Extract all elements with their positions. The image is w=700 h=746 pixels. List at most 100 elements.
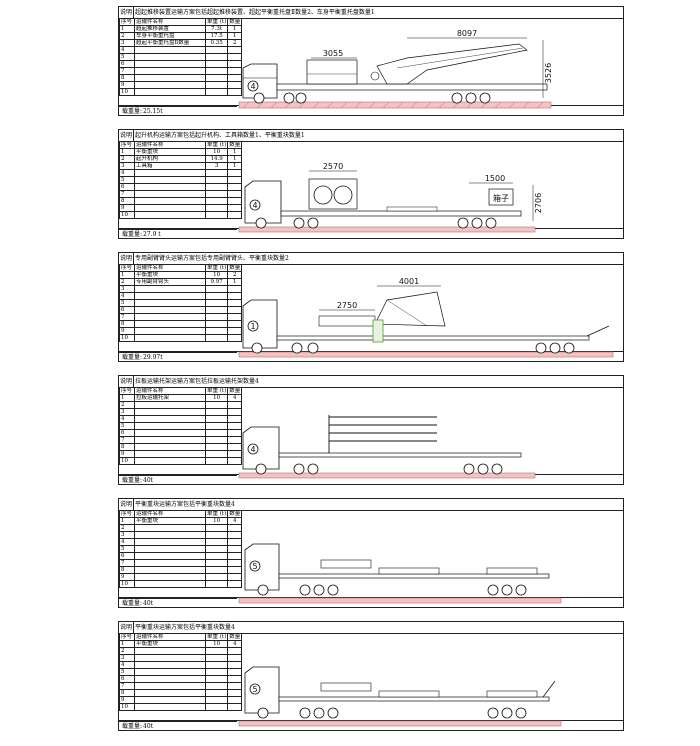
table-cell: 9 — [119, 327, 135, 335]
table-cell: 8 — [119, 443, 135, 451]
table-cell — [204, 696, 229, 704]
table-cell: 9 — [119, 81, 135, 89]
column-header: 单重 (t) — [204, 264, 229, 272]
table-row: 8 — [119, 320, 243, 328]
table-cell — [204, 327, 229, 335]
table-row: 7 — [119, 436, 243, 444]
table-cell: 6 — [119, 429, 135, 437]
table-cell — [134, 422, 206, 430]
table-cell — [204, 292, 229, 300]
table-cell: 3 — [119, 39, 135, 47]
table-row: 8 — [119, 74, 243, 82]
counterweight-block — [378, 567, 440, 575]
table-cell — [204, 285, 229, 293]
table-cell — [204, 450, 229, 458]
table-cell: 8 — [119, 197, 135, 205]
table-cell — [134, 682, 206, 690]
table-cell — [134, 573, 206, 581]
table-row: 10 — [119, 88, 243, 96]
truck-drawing: 5 — [238, 543, 562, 604]
dim-length: 4001 — [399, 277, 419, 286]
wheels — [255, 463, 503, 475]
table-cell — [204, 559, 229, 567]
table-row: 5 — [119, 299, 243, 307]
wheels — [255, 217, 497, 229]
table-cell — [204, 682, 229, 690]
column-header: 单重 (t) — [204, 510, 229, 518]
table-row: 7 — [119, 190, 243, 198]
table-cell: 2 — [119, 524, 135, 532]
truck-cab — [244, 180, 282, 224]
table-row: 2 — [119, 401, 243, 409]
table-cell: 工具箱 — [134, 162, 206, 170]
table-cell: 6 — [119, 306, 135, 314]
trailer-bed — [278, 452, 522, 458]
plan-title: 平衡重块运输方案包括平衡重块数量4 — [135, 501, 235, 508]
table-cell — [204, 654, 229, 662]
pull-plate-brackets — [328, 415, 437, 453]
jib-head — [374, 291, 446, 327]
table-cell — [227, 580, 243, 588]
table-cell — [204, 443, 229, 451]
table-cell: 1 — [119, 148, 135, 156]
pushing-device — [376, 43, 528, 85]
table-cell — [134, 415, 206, 423]
table-cell: 6 — [119, 183, 135, 191]
column-header: 运输件名称 — [134, 633, 206, 641]
transport-plan-3: 说明 专用副臂臂头运输方案包括专用副臂臂头、平衡重块数量2 序号运输件名称单重 … — [118, 252, 624, 362]
transport-plan-2: 说明 起升机构运输方案包括起升机构、工具箱数量1、平衡重块数量1 序号运输件名称… — [118, 129, 624, 239]
column-header: 单重 (t) — [204, 141, 229, 149]
table-row: 8 — [119, 689, 243, 697]
table-row: 6 — [119, 552, 243, 560]
table-cell: 超起推移装置 — [134, 25, 206, 33]
table-cell: 2 — [119, 278, 135, 286]
table-cell: 5 — [119, 299, 135, 307]
table-cell: 8 — [119, 74, 135, 82]
table-cell — [134, 299, 206, 307]
table-row: 6 — [119, 183, 243, 191]
table-cell — [204, 457, 229, 465]
table-cell — [134, 306, 206, 314]
table-cell — [134, 292, 206, 300]
plan-title: 平衡重块运输方案包括平衡重块数量4 — [135, 624, 235, 631]
plan-header: 说明 专用副臂臂头运输方案包括专用副臂臂头、平衡重块数量2 — [119, 253, 623, 265]
table-cell: 9 — [119, 450, 135, 458]
table-cell — [134, 313, 206, 321]
table-cell — [204, 408, 229, 416]
table-row: 10 — [119, 703, 243, 711]
column-header: 序号 — [119, 141, 135, 149]
column-header: 序号 — [119, 18, 135, 26]
table-cell — [204, 647, 229, 655]
column-header: 运输件名称 — [134, 264, 206, 272]
table-cell: 3 — [119, 531, 135, 539]
trailer-bed — [278, 696, 550, 702]
plan-label: 说明 — [120, 9, 133, 16]
table-cell: 7 — [119, 559, 135, 567]
table-cell — [134, 559, 206, 567]
wheels — [257, 707, 527, 719]
table-row: 10 — [119, 580, 243, 588]
column-header: 序号 — [119, 387, 135, 395]
tool-box — [488, 188, 514, 206]
table-cell: 7 — [119, 682, 135, 690]
wheels — [257, 584, 527, 596]
table-cell: 平衡重块 — [134, 517, 206, 525]
dim-height: 2706 — [534, 193, 543, 213]
table-cell: 10 — [119, 457, 135, 465]
total-value: 27.9 t — [143, 231, 161, 238]
table-cell — [204, 53, 229, 61]
table-cell — [204, 306, 229, 314]
table-cell: 4 — [119, 292, 135, 300]
table-cell — [134, 327, 206, 335]
table-cell: 3 — [204, 162, 229, 170]
table-row: 8 — [119, 197, 243, 205]
plan-header: 说明 超起推移装置运输方案包括超起推移装置、超起平衡重托盘Ⅱ数量2、车身平衡重托… — [119, 7, 623, 19]
table-cell — [204, 415, 229, 423]
table-cell — [204, 422, 229, 430]
table-row: 4 — [119, 292, 243, 300]
table-cell — [204, 566, 229, 574]
